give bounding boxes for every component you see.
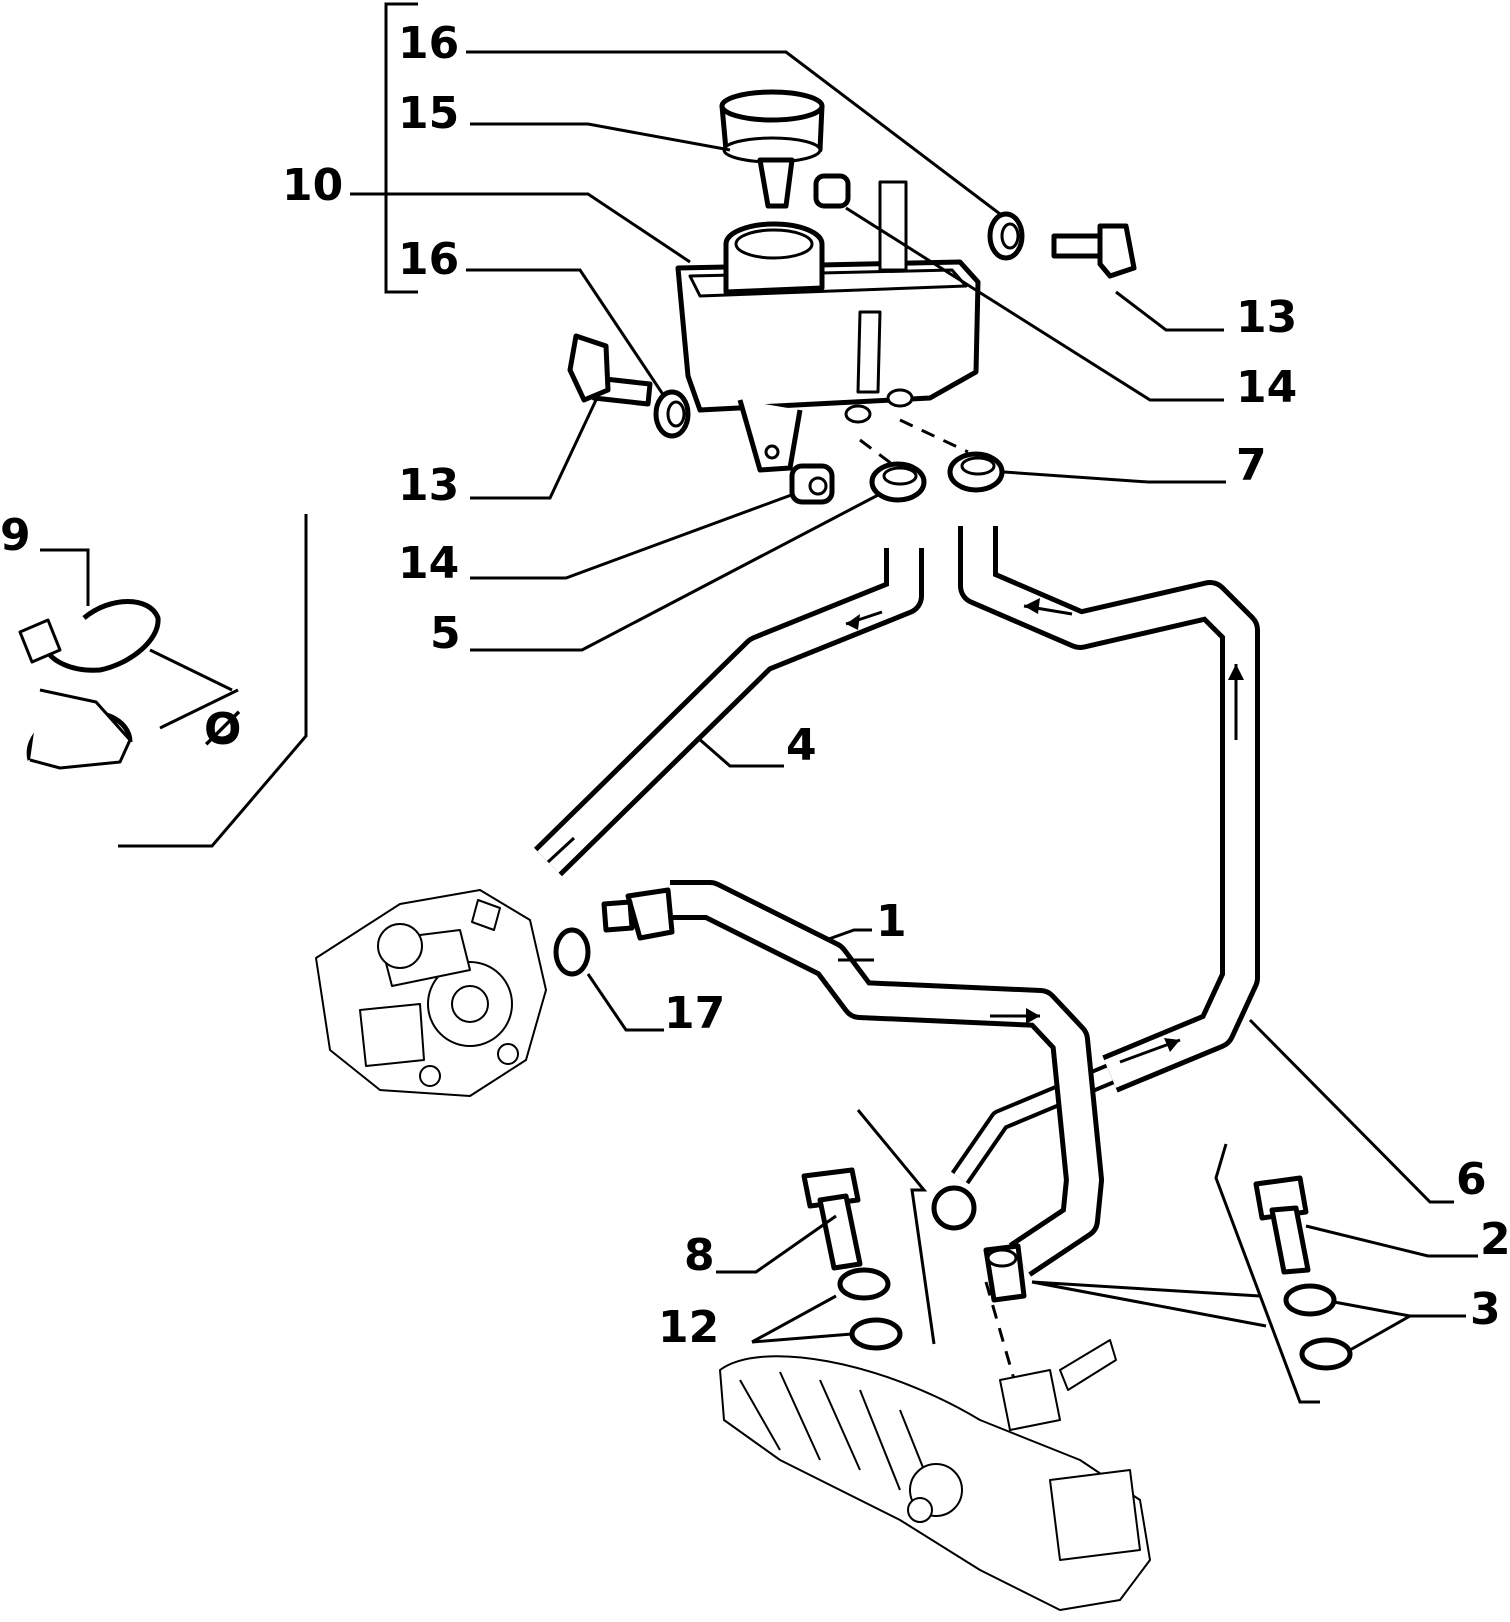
clamp-7-drawing — [947, 451, 1005, 493]
callout-12: 12 — [658, 1302, 719, 1353]
grommet-16-left-drawing — [653, 389, 691, 439]
callout-14-top: 14 — [1236, 362, 1297, 413]
leader-16-left — [466, 268, 666, 397]
callout-16-top: 16 — [398, 18, 459, 69]
fitting-reference-bracket-left — [856, 1109, 936, 1345]
callout-15: 15 — [398, 88, 459, 139]
diameter-symbol: Ø — [204, 704, 241, 755]
leader-4 — [697, 736, 784, 768]
leader-6 — [1248, 1018, 1454, 1204]
bolt-8-drawing — [801, 1167, 863, 1271]
callout-2: 2 — [1480, 1214, 1510, 1265]
callout-6: 6 — [1456, 1154, 1487, 1205]
leader-5 — [470, 492, 881, 652]
nut-14-bottom-drawing — [789, 463, 835, 505]
nut-14-top-drawing — [813, 173, 851, 209]
steering-pump-drawing — [315, 889, 547, 1097]
leader-7 — [1003, 470, 1226, 484]
leader-10 — [350, 192, 691, 264]
callout-17: 17 — [664, 988, 725, 1039]
callout-9: 9 — [0, 510, 31, 561]
leader-13-right — [1115, 290, 1224, 332]
grommet-16-top-drawing — [987, 211, 1025, 261]
leader-3 — [1333, 1300, 1466, 1352]
bolt-13-right-drawing — [1051, 223, 1137, 279]
washers-12-drawing — [837, 1267, 903, 1351]
callout-7: 7 — [1236, 440, 1267, 491]
steering-rack-drawing — [719, 1339, 1151, 1611]
leader-13-left — [470, 399, 598, 500]
bolt-13-left-drawing — [567, 333, 653, 407]
callout-14-bottom: 14 — [398, 538, 459, 589]
leader-8 — [716, 1214, 837, 1274]
callout-13-right: 13 — [1236, 292, 1297, 343]
reservoir-drawing — [675, 180, 981, 473]
assembly-axis-line-right — [899, 418, 969, 454]
assembly-axis-line-left — [859, 438, 893, 466]
clamp-9-reference-line — [118, 514, 308, 848]
sealing-ring-17-drawing — [553, 927, 591, 977]
leader-9 — [40, 548, 90, 606]
reservoir-cap-drawing — [719, 89, 825, 209]
leader-1 — [825, 928, 872, 942]
callout-8: 8 — [684, 1230, 715, 1281]
callout-4: 4 — [786, 720, 817, 771]
callout-5: 5 — [430, 608, 461, 659]
washers-3-drawing — [1283, 1283, 1353, 1371]
fitting-reference-bracket-right — [1214, 1143, 1320, 1404]
callout-1: 1 — [876, 896, 907, 947]
callout-13-left: 13 — [398, 460, 459, 511]
group-bracket — [384, 2, 418, 294]
leader-fittings — [1031, 1280, 1267, 1328]
callout-10: 10 — [282, 160, 343, 211]
leader-15 — [470, 122, 731, 152]
bolt-2-drawing — [1253, 1175, 1311, 1275]
leader-16-top — [466, 50, 1001, 216]
hose-1-drawing — [601, 880, 1104, 1303]
leader-14-bottom — [470, 492, 795, 580]
leader-2 — [1305, 1224, 1478, 1258]
leader-14-top — [845, 206, 1224, 402]
leader-12 — [751, 1294, 853, 1344]
callout-3: 3 — [1470, 1284, 1501, 1335]
leader-17 — [586, 973, 664, 1032]
clamp-9-drawing — [18, 599, 239, 770]
hose-4-drawing — [533, 548, 924, 877]
clamp-5-drawing — [869, 461, 927, 503]
callout-16-left: 16 — [398, 234, 459, 285]
